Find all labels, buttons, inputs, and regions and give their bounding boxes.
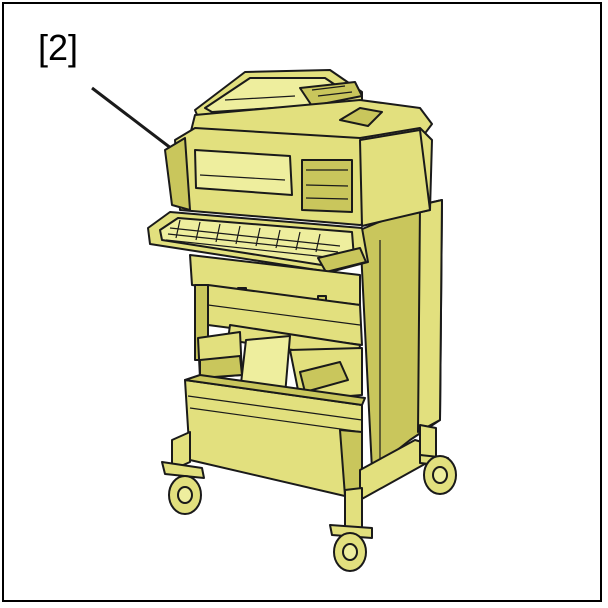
base-cabinet <box>184 374 366 501</box>
lower-tray-unit <box>197 324 363 401</box>
caster-wheel-icon <box>329 524 373 572</box>
keyboard-icon <box>165 219 341 259</box>
caster-wheel-icon <box>419 454 457 495</box>
top-scanner-unit <box>189 69 433 141</box>
callout-label: [2] <box>38 27 79 68</box>
base-rails <box>171 424 437 531</box>
callout-leader-line <box>91 86 177 154</box>
side-panel <box>359 199 443 471</box>
main-body <box>164 127 433 227</box>
caster-wheel-icon <box>161 461 205 515</box>
keyboard-tray <box>147 211 369 273</box>
